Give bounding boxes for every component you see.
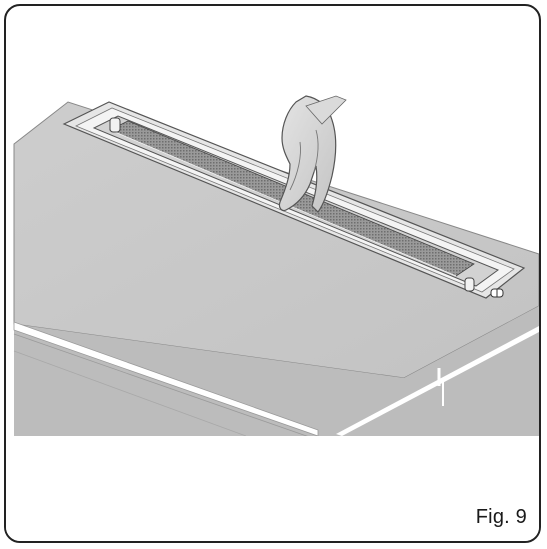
filter-handle-left (109, 117, 121, 133)
hob-front-panel (14, 306, 539, 436)
figure-caption: Fig. 9 (475, 506, 527, 528)
hand-pointing-icon (278, 95, 347, 213)
figure-frame: Fig. 9 (4, 4, 541, 543)
extraction-filter-illustration (6, 95, 539, 541)
filter-handle-right (464, 277, 475, 292)
